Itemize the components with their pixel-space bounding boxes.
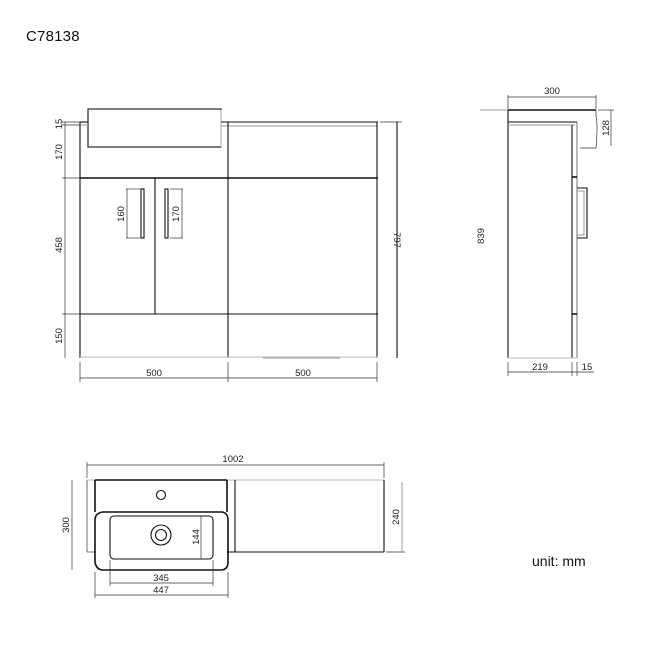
right-door-handle [164,188,169,239]
side-height-dim: 839 [476,228,487,244]
basin-width-dim: 447 [153,585,169,596]
right-handle-dim: 170 [171,206,182,222]
plan-basin [94,511,229,571]
plan-width-dim: 1002 [222,454,243,465]
plinth-dim: 150 [54,328,65,344]
door-height-dim: 458 [54,237,65,253]
plan-bowl [109,515,214,560]
left-handle-dim: 160 [116,206,127,222]
side-view: 300 128 839 219 15 [476,86,614,376]
side-basin-profile [580,110,598,149]
bowl-width-dim: 345 [153,573,169,584]
basin-height-dim: 128 [601,120,612,136]
side-handle [577,187,588,239]
wc-width-dim: 500 [295,368,311,379]
tap-hole [155,489,167,501]
unit-label: unit: mm [532,553,586,569]
plan-view: 1002 144 300 240 345 [61,454,405,598]
carcass-depth-dim: 219 [532,362,548,373]
product-code: C78138 [26,28,80,45]
waste-inner [154,528,168,542]
waste-outer [150,524,172,546]
basin-depth-dim: 300 [61,517,72,533]
side-depth-dim: 300 [544,86,560,97]
door-depth-dim: 15 [582,362,593,373]
front-view: 160 170 15 170 458 150 797 500 500 [54,108,402,382]
bowl-depth-dim: 144 [191,529,202,545]
top-lip-dim: 15 [54,119,65,130]
overall-height-dim: 797 [391,232,402,248]
vanity-width-dim: 500 [146,368,162,379]
worktop-depth-dim: 240 [391,509,402,525]
front-basin [87,108,222,148]
left-door-handle [140,188,145,239]
worktop-band-dim: 170 [54,144,65,160]
